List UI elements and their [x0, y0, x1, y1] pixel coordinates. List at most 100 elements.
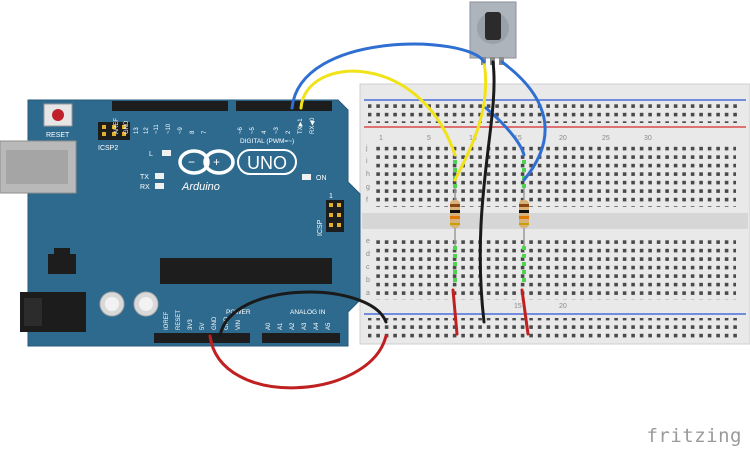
wire-yellow-pin2-to-breadboard — [299, 69, 457, 157]
power-pin-label: RESET — [176, 310, 182, 330]
column-number: 1 — [379, 135, 383, 142]
board-outline — [27, 99, 361, 347]
fritzing-logo: fritzing — [646, 425, 742, 447]
digital-pin-label: ~5 — [250, 126, 256, 134]
breadboard: j i h g f e d c b a 1 5 10 15 20 25 30 1… — [359, 83, 750, 345]
resistor — [450, 186, 460, 250]
column-number: 5 — [427, 135, 431, 142]
digital-pin-label: ~9 — [178, 126, 184, 134]
digital-pin-label: AREF — [114, 118, 120, 134]
reset-label: RESET — [46, 132, 70, 139]
led-label-l: L — [149, 151, 153, 158]
power-pin-label: 3V3 — [188, 319, 194, 330]
digital-header-right — [236, 101, 332, 111]
model-label: UNO — [247, 153, 287, 173]
center-channel — [362, 213, 748, 229]
row-letter-top: g — [366, 184, 370, 191]
column-number: 15 — [514, 303, 522, 310]
microcontroller-chip — [160, 258, 332, 284]
svg-text:−: − — [188, 155, 195, 169]
analog-pin-label: A0 — [266, 322, 272, 330]
digital-header-label: DIGITAL (PWM=~) — [240, 138, 294, 145]
digital-pin-label: 4 — [262, 130, 268, 134]
analog-pin-label: A4 — [314, 322, 320, 330]
digital-pin-label: ~10 — [166, 123, 172, 134]
voltage-regulator — [48, 254, 76, 274]
row-letter-bottom: d — [366, 251, 370, 258]
row-letter-bottom: a — [366, 290, 370, 297]
digital-pin-label: ~3 — [274, 126, 280, 134]
brand-label: Arduino — [181, 181, 220, 193]
column-number: 15 — [514, 135, 522, 142]
power-header — [154, 333, 250, 343]
arduino-logo: − + — [178, 149, 235, 175]
wire-blue-breadboard-jumper — [484, 106, 526, 157]
rail-bottom-holes — [368, 318, 738, 340]
digital-pin-label: 8 — [190, 130, 196, 134]
digital-pin-label: 13 — [134, 127, 140, 134]
row-letter-bottom: b — [366, 277, 370, 284]
digital-pin-label: ~11 — [154, 124, 160, 134]
row-letter-bottom: c — [366, 264, 370, 271]
row-letter-bottom: e — [366, 238, 370, 245]
column-number: 30 — [644, 135, 652, 142]
icsp-pin1-label: 1 — [329, 193, 333, 200]
power-pin-label: IOREF — [164, 311, 170, 330]
led-label-on: ON — [316, 175, 327, 182]
svg-text:+: + — [213, 155, 220, 169]
digital-pin-label: ~6 — [238, 126, 244, 134]
icsp-header — [326, 200, 344, 232]
led-label-tx: TX — [140, 174, 149, 181]
resistor — [519, 186, 529, 250]
row-letter-top: f — [366, 197, 368, 204]
wire-red-5v-to-rail — [208, 334, 388, 390]
digital-pin-label: 2 — [286, 130, 292, 134]
column-number: 20 — [559, 135, 567, 142]
led-on — [302, 174, 311, 180]
icsp-label: ICSP — [317, 219, 324, 236]
analog-header — [262, 333, 340, 343]
digital-header-left — [112, 101, 228, 111]
led-label-rx: RX — [140, 184, 150, 191]
potentiometer-knob — [485, 12, 501, 40]
column-number: 20 — [559, 303, 567, 310]
wire-red-resistor1-to-rail — [451, 288, 459, 336]
column-number: 25 — [602, 135, 610, 142]
row-letter-top: i — [366, 158, 368, 165]
digital-pin-label: GND — [124, 120, 130, 134]
wire-blue-pin3-to-potentiometer — [290, 42, 486, 110]
analog-pin-label: A1 — [278, 322, 284, 330]
digital-pin-label: 7 — [202, 130, 208, 134]
power-pin-label: GND — [224, 316, 230, 330]
power-header-label: POWER — [226, 309, 251, 316]
digital-pin-label: 12 — [144, 127, 150, 134]
digital-pin-label: TX▶1 — [298, 118, 304, 134]
wire-blue-pot-to-breadboard — [500, 60, 547, 182]
uno-badge — [237, 149, 297, 175]
analog-header-label: ANALOG IN — [290, 309, 326, 316]
reset-button-cap — [52, 109, 64, 121]
led-rx — [155, 183, 164, 189]
rail-top-holes — [368, 103, 738, 123]
power-pin-label: GND — [212, 316, 218, 330]
analog-pin-label: A5 — [326, 322, 332, 330]
wires — [208, 42, 547, 390]
icsp2-label: ICSP2 — [98, 145, 118, 152]
wire-black-pot-to-ground-rail — [478, 60, 496, 324]
terminal-holes-top — [376, 143, 736, 207]
wire-red-resistor2-to-rail — [520, 288, 530, 336]
analog-pin-label: A3 — [302, 322, 308, 330]
power-pin-label: 5V — [200, 323, 206, 330]
led-l — [162, 150, 171, 156]
digital-pin-label: RX◀0 — [310, 117, 316, 134]
row-letter-top: h — [366, 171, 370, 178]
wire-black-gnd-to-rail — [218, 290, 388, 338]
power-pin-label: VIN — [236, 320, 242, 330]
terminal-holes-bottom — [376, 236, 736, 300]
wire-yellow-pot-to-breadboard — [453, 60, 488, 182]
row-letter-top: j — [365, 145, 368, 152]
led-tx — [155, 173, 164, 179]
analog-pin-label: A2 — [290, 322, 296, 330]
